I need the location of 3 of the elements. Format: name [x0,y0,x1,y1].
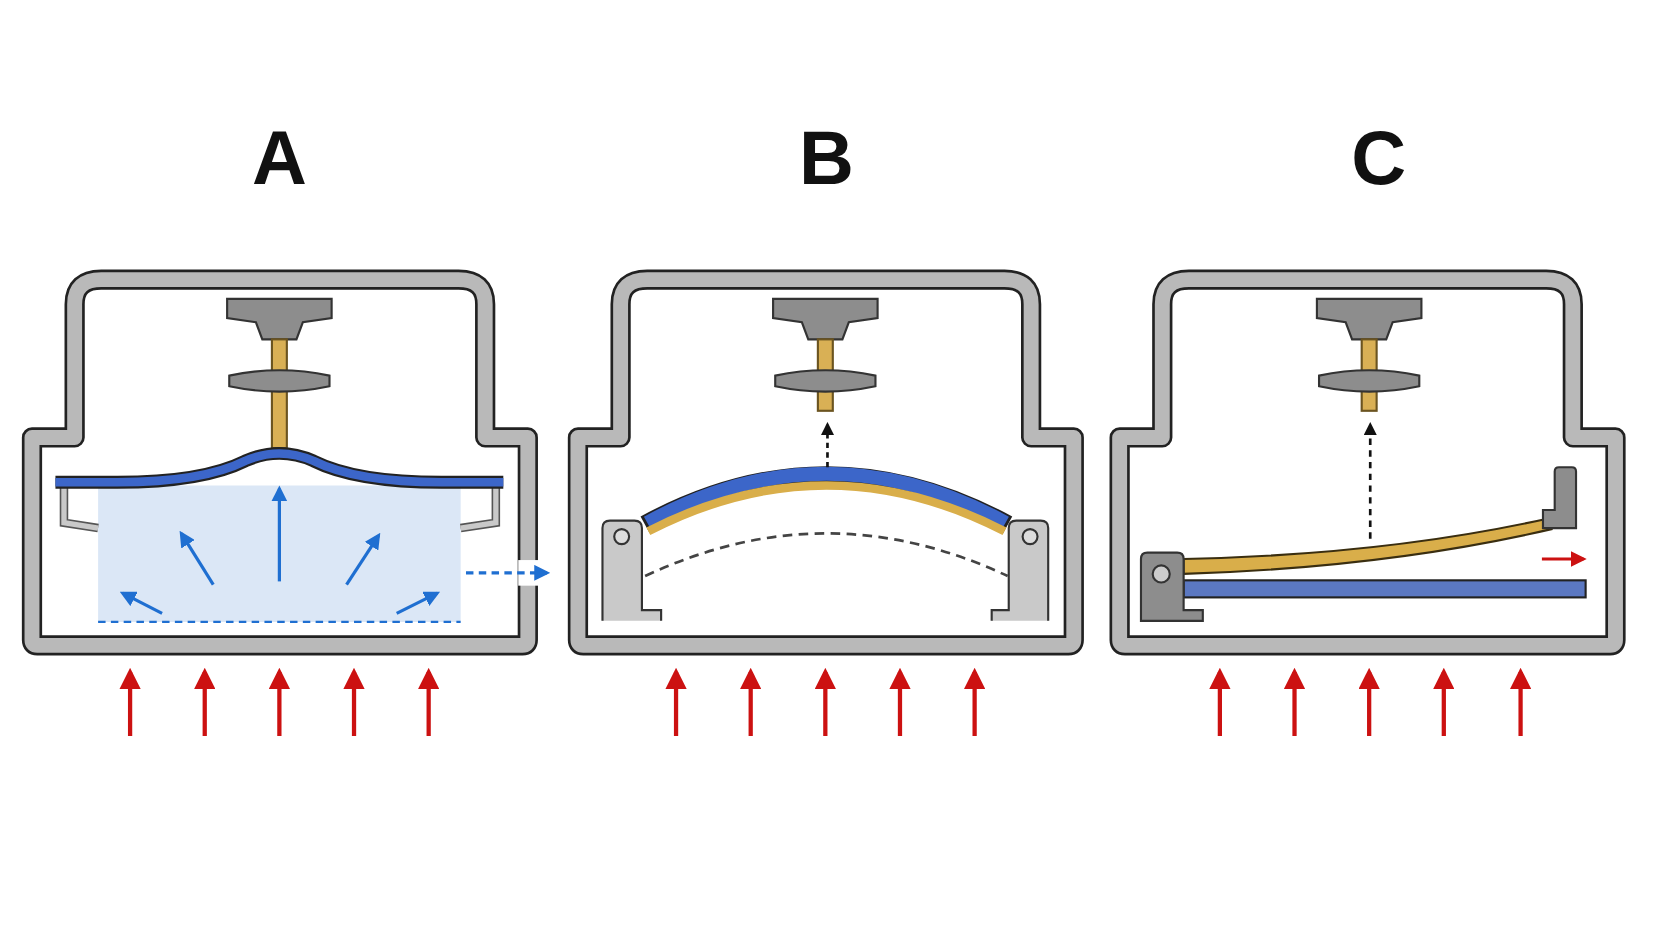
panel-letter: B [798,119,854,196]
panel-letter: A [251,119,307,196]
panel-letter: C [1351,119,1407,196]
